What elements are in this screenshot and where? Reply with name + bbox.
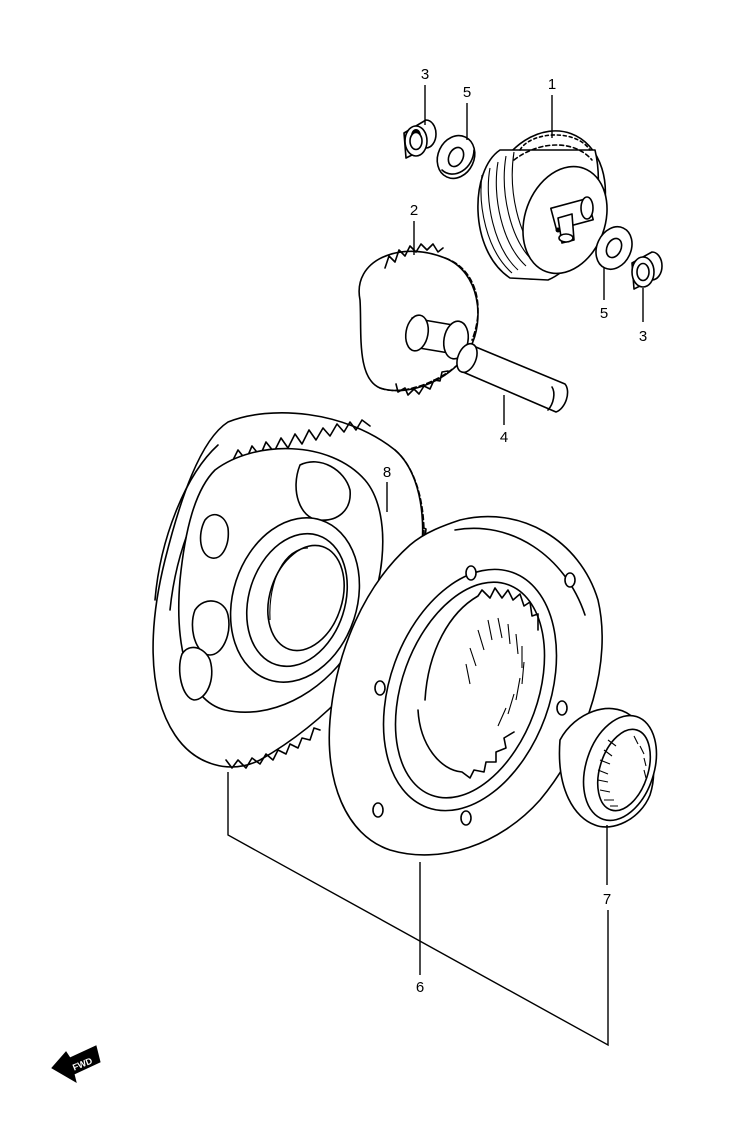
callout-2: 2 bbox=[410, 202, 418, 219]
callout-3-upper: 3 bbox=[421, 66, 429, 83]
callout-6: 6 bbox=[416, 979, 424, 996]
callout-8: 8 bbox=[383, 464, 391, 481]
part-6-one-way-clutch[interactable] bbox=[328, 515, 603, 856]
leader-lines bbox=[227, 85, 644, 1047]
callout-5-lower: 5 bbox=[600, 305, 608, 322]
callout-5-upper: 5 bbox=[463, 84, 471, 101]
part-2-idle-gear[interactable] bbox=[358, 243, 479, 396]
callout-7: 7 bbox=[603, 891, 611, 908]
part-5-washer-lower[interactable] bbox=[589, 221, 638, 275]
part-5-washer-upper[interactable] bbox=[430, 129, 481, 184]
callout-1: 1 bbox=[548, 76, 556, 93]
fwd-arrow-icon: FWD bbox=[51, 1045, 101, 1084]
callout-3-lower: 3 bbox=[639, 328, 647, 345]
part-7-needle-bearing[interactable] bbox=[558, 706, 669, 830]
part-4-shaft[interactable] bbox=[453, 341, 569, 413]
part-3-collar-upper[interactable] bbox=[403, 119, 437, 159]
callout-numbers: 3 5 1 2 5 3 4 8 6 7 bbox=[383, 66, 647, 996]
part-3-collar-lower[interactable] bbox=[631, 251, 663, 290]
callout-4: 4 bbox=[500, 429, 508, 446]
part-1-clutch-drum[interactable] bbox=[465, 114, 626, 297]
